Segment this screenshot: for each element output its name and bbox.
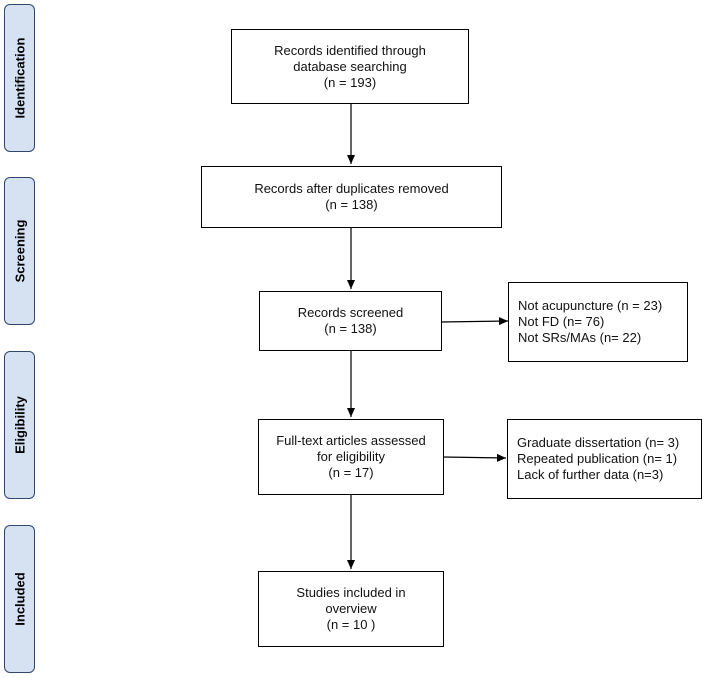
arrow-fulltext-to-excluded xyxy=(442,453,507,462)
full-text-assessed-line-1: Full-text articles assessed xyxy=(276,433,426,448)
records-identified-box: Records identified through database sear… xyxy=(231,29,469,104)
studies-included-line-3: (n = 10 ) xyxy=(326,617,376,632)
records-identified-line-2: database searching xyxy=(293,58,407,74)
records-identified-line-1: Records identified through xyxy=(274,42,426,58)
exclusion-repeated-publication: Repeated publication (n= 1) xyxy=(517,451,678,466)
exclusion-not-acupuncture: Not acupuncture (n = 23) xyxy=(518,298,663,313)
records-after-duplicates-line-1: Records after duplicates removed xyxy=(254,181,449,196)
records-screened-line-1: Records screened xyxy=(297,305,404,320)
phase-identification: Identification xyxy=(4,4,35,152)
screening-exclusions-box: Not acupuncture (n = 23) Not FD (n= 76) … xyxy=(508,282,688,362)
exclusion-not-srs-mas: Not SRs/MAs (n= 22) xyxy=(518,330,642,345)
studies-included-line-1: Studies included in xyxy=(296,585,406,600)
full-text-assessed-box: Full-text articles assessed for eligibil… xyxy=(258,419,444,495)
full-text-assessed-line-2: for eligibility xyxy=(317,449,385,464)
arrow-screened-to-excluded xyxy=(440,317,509,326)
exclusion-graduate-dissertation: Graduate dissertation (n= 3) xyxy=(517,435,680,450)
full-text-assessed-line-3: (n = 17) xyxy=(328,465,374,480)
records-identified-line-3: (n = 193) xyxy=(323,74,377,90)
phase-included: Included xyxy=(4,525,35,673)
records-after-duplicates-line-2: (n = 138) xyxy=(325,197,378,212)
exclusion-not-fd: Not FD (n= 76) xyxy=(518,314,605,329)
studies-included-box: Studies included in overview (n = 10 ) xyxy=(258,571,444,647)
phase-screening: Screening xyxy=(4,177,35,325)
exclusion-lack-of-data: Lack of further data (n=3) xyxy=(517,467,664,482)
phase-eligibility: Eligibility xyxy=(4,351,35,499)
records-screened-line-2: (n = 138) xyxy=(324,321,377,336)
studies-included-line-2: overview xyxy=(325,601,377,616)
records-after-duplicates-box: Records after duplicates removed (n = 13… xyxy=(201,166,502,228)
records-screened-box: Records screened (n = 138) xyxy=(259,291,442,351)
eligibility-exclusions-box: Graduate dissertation (n= 3) Repeated pu… xyxy=(507,419,702,499)
